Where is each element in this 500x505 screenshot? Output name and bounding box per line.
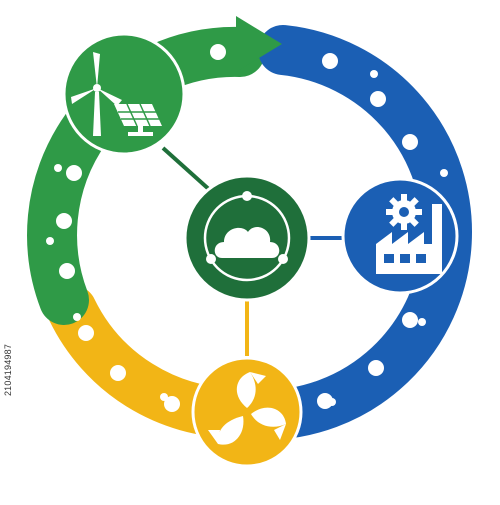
- cloud-icon: [214, 227, 280, 258]
- cloud-network-icon: [203, 191, 291, 282]
- recycle-leaf-node: [191, 356, 303, 468]
- connector-to-renewable: [161, 146, 214, 194]
- stock-id-text: 2104194987: [3, 343, 13, 397]
- stock-id-watermark: 2104194987: [1, 250, 15, 490]
- cloud-hub-node: [183, 174, 311, 302]
- recycle-leaves-icon: [208, 372, 286, 445]
- chain-arrowhead: [236, 16, 282, 72]
- renewable-energy-node: [62, 32, 186, 156]
- wind-turbine-solar-panel-icon: [71, 52, 162, 136]
- gear-icon: [386, 194, 422, 230]
- factory-node: [341, 177, 459, 295]
- factory-gear-icon: [376, 194, 442, 274]
